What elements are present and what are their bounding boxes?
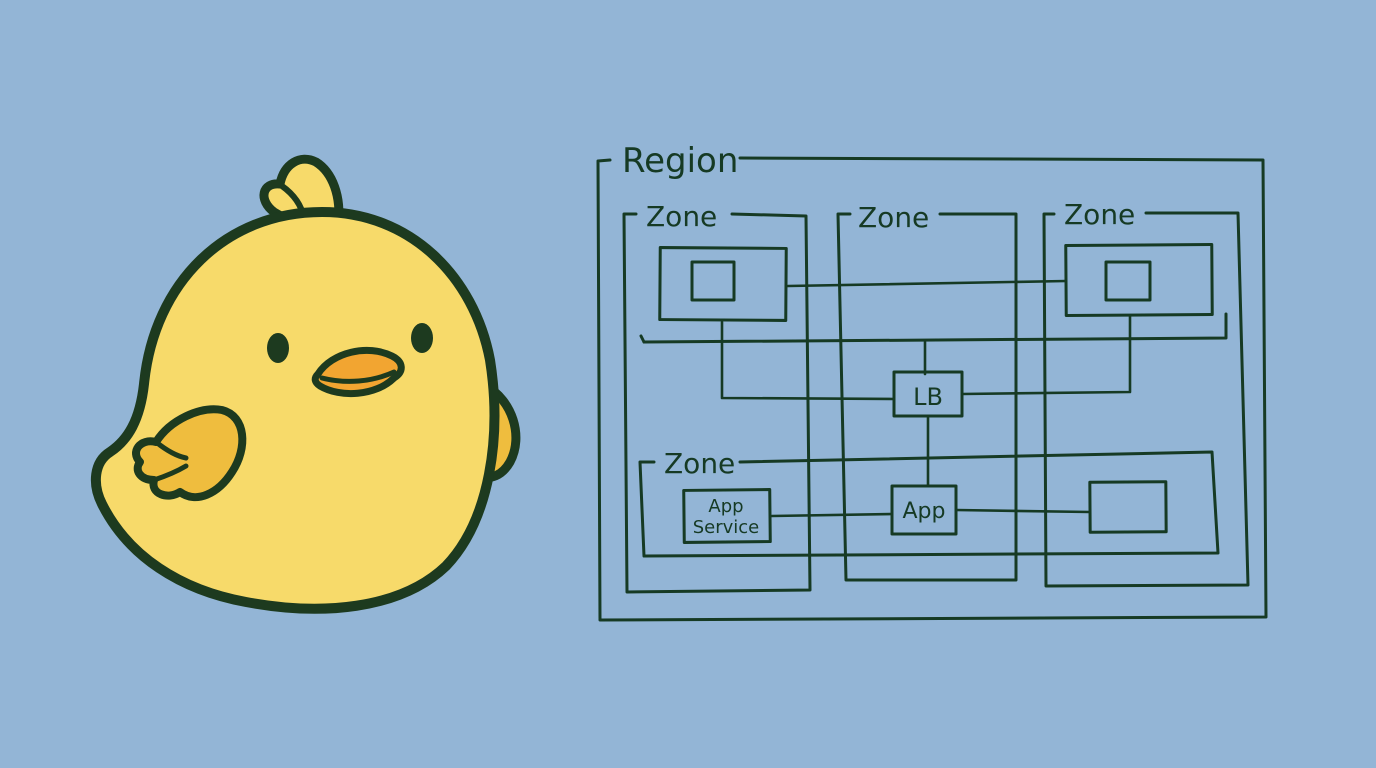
server-box-top-right (1064, 242, 1214, 318)
server-inner-top-left (690, 260, 736, 302)
zone-frame-3 (1042, 211, 1250, 588)
region-label: Region (622, 141, 738, 181)
app-service-label-line1: App (708, 496, 743, 517)
link-top-servers (786, 279, 1068, 288)
zone-label-2: Zone (858, 201, 929, 234)
region-frame (596, 156, 1268, 622)
chick-beak-line (319, 369, 397, 384)
server-inner-top-right (1104, 260, 1152, 302)
app-label: App (903, 499, 946, 524)
load-balancer-box (892, 370, 964, 418)
zone-label-1: Zone (646, 200, 717, 233)
link-left-server-to-lb (720, 320, 896, 401)
chick-wing-feather-1 (153, 439, 189, 461)
chick-right-eye (411, 323, 433, 353)
load-balancer-label: LB (913, 383, 943, 411)
zone-label-4: Zone (664, 447, 735, 480)
zone-1-left-stub (639, 334, 646, 344)
zone-label-3: Zone (1064, 198, 1135, 231)
chick-body (90, 207, 500, 614)
architecture-diagram: Region Zone Zone Zone Zone LB App App Se… (596, 141, 1268, 622)
cross-zone-line (642, 312, 1228, 344)
app-service-label-line2: Service (693, 517, 760, 538)
app-service-box (682, 488, 772, 544)
link-right-server-to-lb (960, 314, 1132, 396)
zone-frame-1 (622, 212, 812, 594)
zone-frame-2 (836, 212, 1018, 582)
link-app-to-right-box (954, 508, 1092, 514)
chick-mascot-icon (90, 154, 521, 614)
chick-left-eye (267, 333, 289, 363)
link-app-service-to-app (770, 512, 894, 518)
server-box-bottom-right (1088, 480, 1168, 534)
chick-wing-feather-2 (151, 463, 189, 483)
server-box-top-left (658, 246, 788, 322)
zone-frame-4 (638, 450, 1220, 558)
